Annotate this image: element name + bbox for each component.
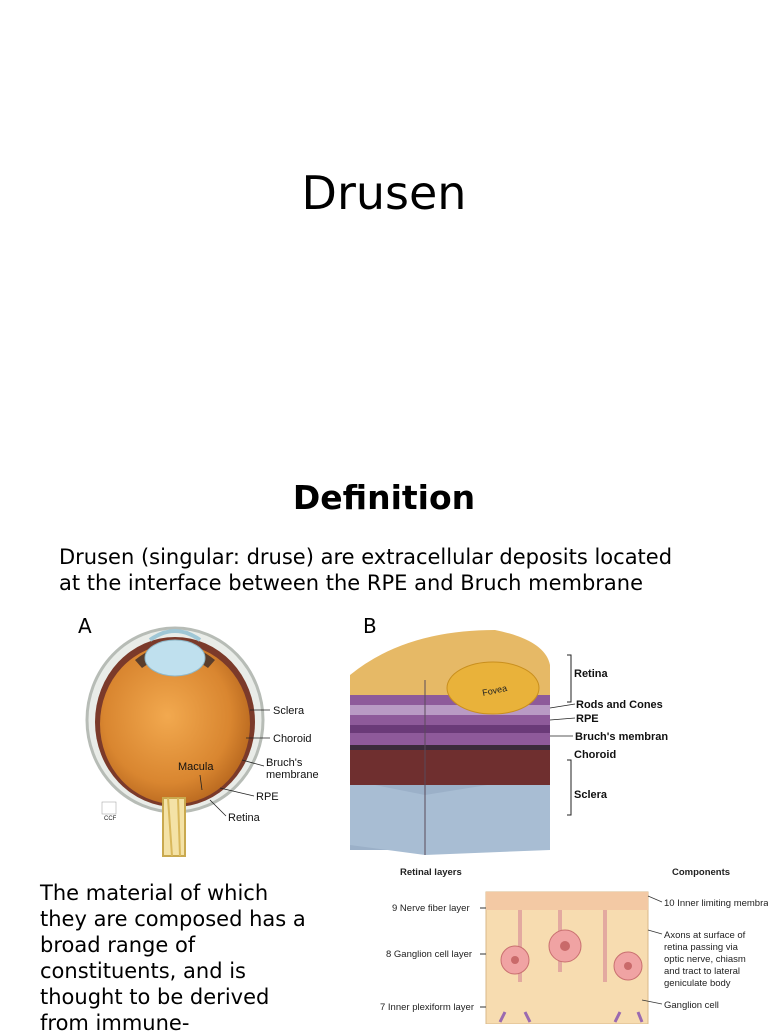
- svg-text:RPE: RPE: [576, 713, 599, 725]
- svg-text:Sclera: Sclera: [574, 789, 608, 801]
- svg-text:8 Ganglion cell layer: 8 Ganglion cell layer: [386, 949, 472, 960]
- svg-text:Axons at surface of: Axons at surface of: [664, 930, 746, 941]
- svg-text:Retinal layers: Retinal layers: [400, 867, 462, 878]
- svg-text:CCF: CCF: [104, 816, 117, 822]
- retinal-layers-diagram: Retinal layers Components 9 Nerve fiber …: [380, 867, 768, 1024]
- svg-text:membrane: membrane: [266, 769, 319, 781]
- svg-text:optic nerve, chiasm: optic nerve, chiasm: [664, 954, 746, 965]
- svg-text:Choroid: Choroid: [574, 749, 616, 761]
- section-heading: Definition: [292, 478, 476, 517]
- svg-text:Bruch's membrane: Bruch's membrane: [575, 731, 668, 743]
- retina-block-diagram: Fovea Retina Rods and Cones RPE Bruch's …: [350, 630, 668, 855]
- lens: [144, 639, 206, 677]
- svg-text:Retina: Retina: [228, 812, 261, 824]
- svg-text:Rods and Cones: Rods and Cones: [576, 699, 663, 711]
- svg-text:9 Nerve fiber layer: 9 Nerve fiber layer: [392, 903, 470, 914]
- svg-text:Macula: Macula: [178, 761, 214, 773]
- svg-text:Sclera: Sclera: [273, 705, 305, 717]
- eye-cross-section-diagram: CCF Macula Sclera Choroid Bruch's membra…: [85, 626, 319, 857]
- rpe-bruch-layer: [350, 742, 550, 750]
- figure-a-letter: A: [78, 614, 92, 638]
- cornea: [148, 629, 202, 642]
- svg-text:geniculate body: geniculate body: [664, 978, 731, 989]
- svg-text:retina passing via: retina passing via: [664, 942, 739, 953]
- svg-text:Retina: Retina: [574, 668, 609, 680]
- figure-b-letter: B: [363, 614, 377, 638]
- svg-text:RPE: RPE: [256, 791, 279, 803]
- svg-text:Ganglion cell: Ganglion cell: [664, 1000, 719, 1011]
- vitreous-body: [100, 644, 250, 804]
- svg-text:Components: Components: [672, 867, 730, 878]
- choroid-layer: [350, 750, 550, 785]
- svg-text:10 Inner limiting membrane: 10 Inner limiting membrane: [664, 898, 768, 909]
- svg-text:Choroid: Choroid: [273, 733, 312, 745]
- svg-text:Bruch's: Bruch's: [266, 757, 303, 769]
- optic-nerve: [162, 797, 186, 857]
- slide-title: Drusen: [301, 166, 467, 220]
- composition-paragraph: The material of which they are composed …: [40, 881, 306, 1035]
- fovea-pit: [446, 661, 540, 715]
- svg-text:and tract to lateral: and tract to lateral: [664, 966, 740, 977]
- svg-text:7 Inner plexiform layer: 7 Inner plexiform layer: [380, 1002, 474, 1013]
- definition-paragraph: Drusen (singular: druse) are extracellul…: [59, 545, 673, 595]
